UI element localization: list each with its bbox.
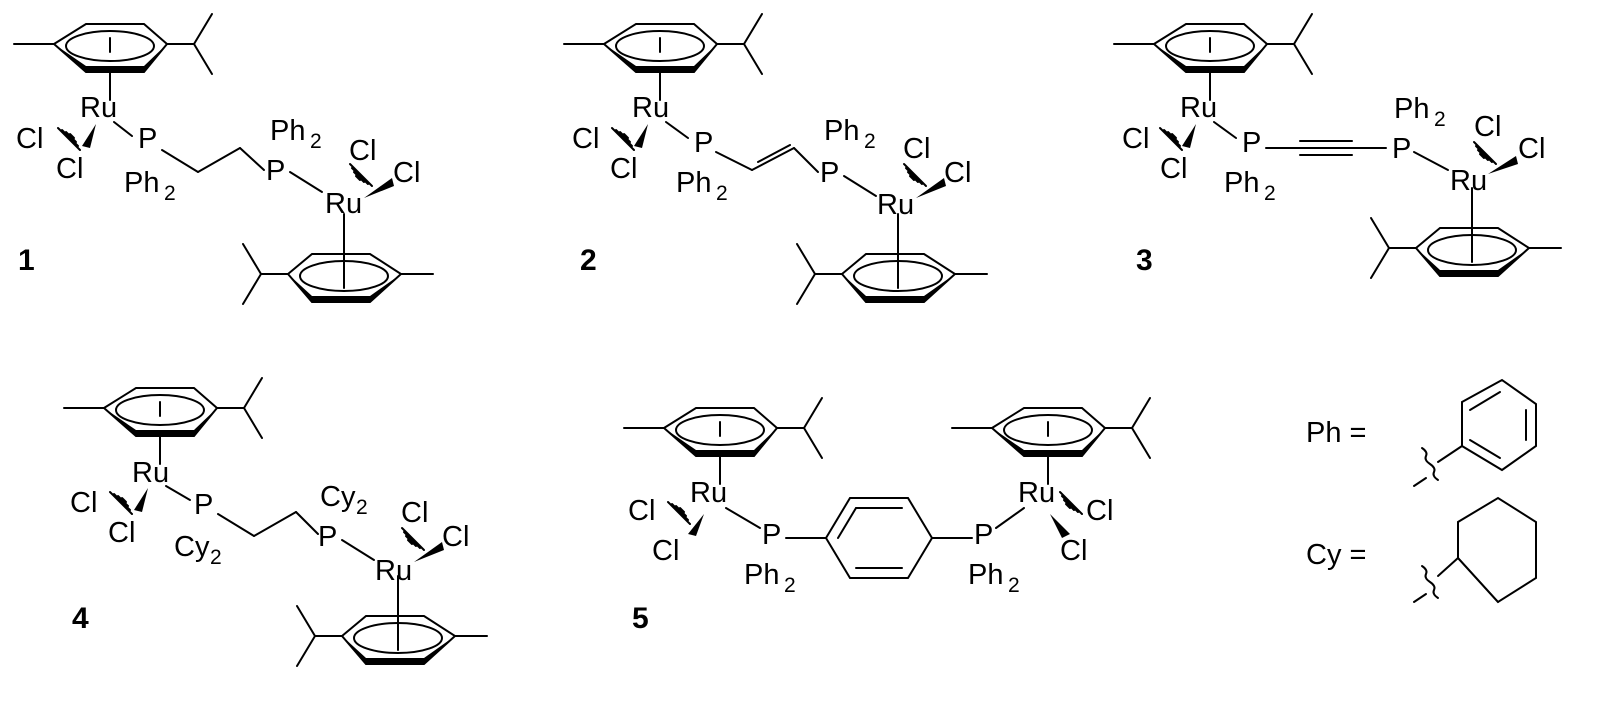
cl-atom: Cl: [393, 157, 420, 189]
compound-number: 1: [18, 244, 35, 277]
p-atom: P: [762, 519, 781, 551]
p-atom: P: [974, 519, 993, 551]
cl-atom: Cl: [628, 495, 655, 527]
ph-definition-label: Ph =: [1306, 417, 1366, 449]
cl-atom: Cl: [349, 135, 376, 167]
ru-atom: Ru: [132, 457, 169, 489]
compound-5: Ru Cl Cl P Ph 2 P Ph 2 Ru Cl Cl 5: [623, 397, 1151, 635]
ru-atom: Ru: [632, 92, 669, 124]
p-atom: P: [820, 157, 839, 189]
p-atom: P: [1242, 127, 1261, 159]
svg-text:2: 2: [864, 130, 876, 153]
ph-group: Ph: [1224, 167, 1259, 199]
svg-text:2: 2: [1434, 108, 1446, 131]
p-atom: P: [1392, 133, 1411, 165]
svg-text:2: 2: [716, 182, 728, 205]
cl-atom: Cl: [56, 153, 83, 185]
cy-group: Cy: [320, 481, 356, 513]
ph-group: Ph: [124, 167, 159, 199]
svg-text:2: 2: [1008, 574, 1020, 597]
compound-number: 3: [1136, 244, 1153, 277]
p-atom: P: [318, 521, 337, 553]
cl-atom: Cl: [1518, 133, 1545, 165]
p-atom: P: [194, 489, 213, 521]
cl-atom: Cl: [16, 123, 43, 155]
cl-atom: Cl: [70, 487, 97, 519]
ph-group: Ph: [824, 115, 859, 147]
compound-number: 4: [72, 602, 89, 635]
cy-definition-label: Cy =: [1306, 539, 1366, 571]
wavy-bond-icon: [1421, 565, 1439, 599]
ph-group: Ph: [1394, 93, 1429, 125]
p-atom: P: [694, 127, 713, 159]
ru-atom: Ru: [690, 477, 727, 509]
cyclohexyl-ring: [1457, 496, 1537, 604]
cl-atom: Cl: [1474, 111, 1501, 143]
svg-text:2: 2: [164, 182, 176, 205]
cl-atom: Cl: [401, 497, 428, 529]
ru-atom: Ru: [375, 555, 412, 587]
compound-number: 5: [632, 602, 649, 635]
cl-atom: Cl: [572, 123, 599, 155]
svg-text:2: 2: [1264, 182, 1276, 205]
cl-atom: Cl: [652, 535, 679, 567]
compound-1: Ru Cl Cl P Ph 2 Ph 2 P Ru Cl Cl 1: [13, 13, 434, 305]
cl-atom: Cl: [108, 517, 135, 549]
cy-group: Cy: [174, 531, 210, 563]
compound-4: Ru Cl Cl P Cy 2 Cy 2 P Ru Cl Cl 4: [63, 377, 488, 667]
ru-atom: Ru: [1450, 165, 1487, 197]
ru-atom: Ru: [80, 92, 117, 124]
svg-text:2: 2: [310, 130, 322, 153]
cl-atom: Cl: [944, 157, 971, 189]
legend: Ph = Cy =: [1306, 378, 1537, 604]
cl-atom: Cl: [1060, 535, 1087, 567]
compound-2: Ru Cl Cl P Ph 2 Ph 2 P Ru Cl Cl 2: [563, 13, 988, 305]
ph-group: Ph: [676, 167, 711, 199]
cl-atom: Cl: [903, 133, 930, 165]
cl-atom: Cl: [1122, 123, 1149, 155]
wavy-bond-icon: [1421, 447, 1439, 481]
compound-3: Ru Cl Cl P Ph 2 Ph 2 P Ru Cl Cl 3: [1113, 13, 1562, 279]
svg-text:2: 2: [784, 574, 796, 597]
svg-text:2: 2: [210, 546, 222, 569]
ph-group: Ph: [270, 115, 305, 147]
p-atom: P: [266, 155, 285, 187]
ru-atom: Ru: [877, 189, 914, 221]
ph-group: Ph: [968, 559, 1003, 591]
cl-atom: Cl: [1086, 495, 1113, 527]
cl-atom: Cl: [1160, 153, 1187, 185]
svg-text:2: 2: [356, 496, 368, 519]
ru-atom: Ru: [1180, 92, 1217, 124]
cl-atom: Cl: [442, 521, 469, 553]
ph-group: Ph: [744, 559, 779, 591]
p-atom: P: [138, 123, 157, 155]
ru-atom: Ru: [1018, 477, 1055, 509]
compound-number: 2: [580, 244, 597, 277]
cl-atom: Cl: [610, 153, 637, 185]
